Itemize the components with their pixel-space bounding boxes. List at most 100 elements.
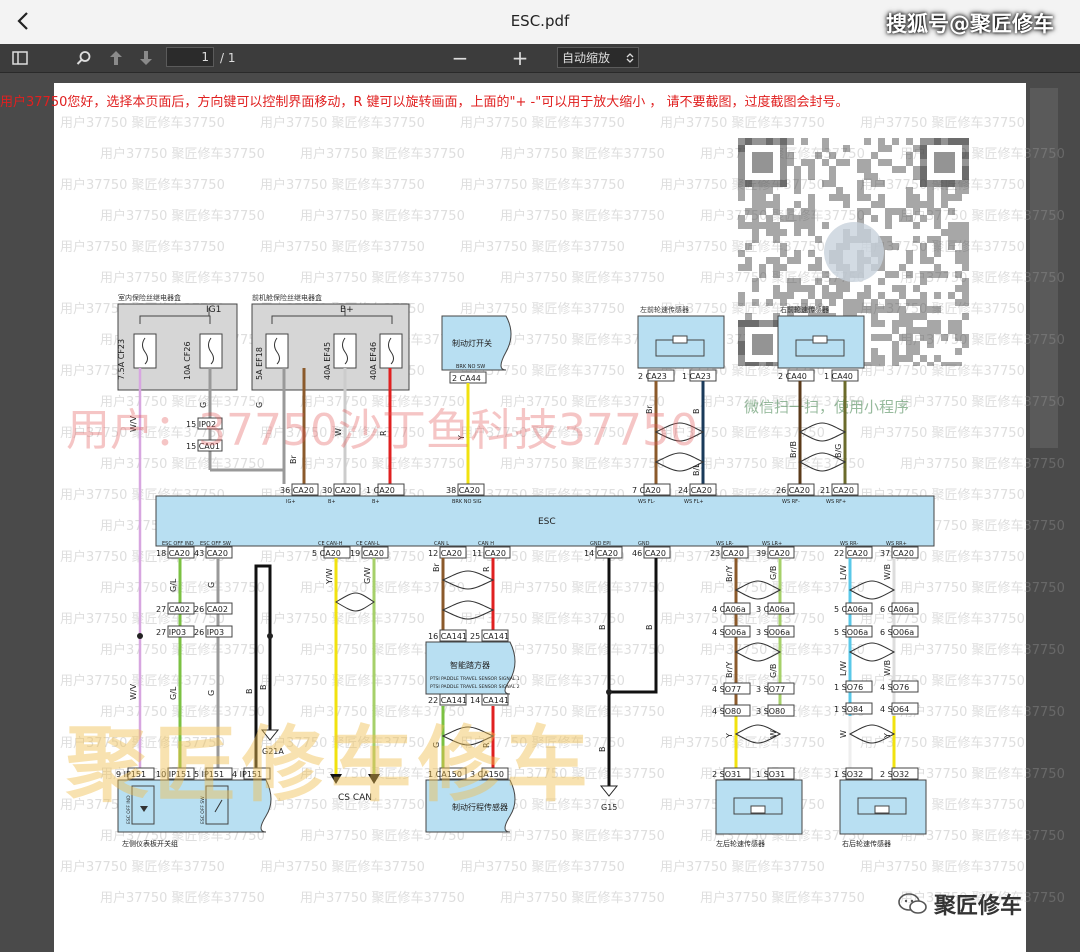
qr-module bbox=[801, 138, 808, 145]
qr-module bbox=[955, 285, 962, 292]
qr-module bbox=[906, 159, 913, 166]
qr-module bbox=[808, 306, 815, 313]
connector-box bbox=[845, 680, 873, 693]
qr-module bbox=[829, 173, 836, 180]
connector-box bbox=[333, 483, 361, 496]
qr-module bbox=[808, 166, 815, 173]
qr-module bbox=[871, 313, 878, 320]
watermark-text: 用户37750 聚匠修车37750 bbox=[460, 178, 625, 193]
search-button[interactable] bbox=[74, 48, 94, 68]
back-button[interactable] bbox=[10, 8, 36, 34]
qr-module bbox=[885, 236, 892, 243]
connector-label: 1 SO84 bbox=[834, 705, 863, 714]
wire-wb-2: W/B bbox=[883, 660, 892, 676]
qr-module bbox=[773, 236, 780, 243]
qr-module bbox=[815, 257, 822, 264]
qr-module bbox=[885, 306, 892, 313]
qr-module bbox=[892, 208, 899, 215]
qr-module bbox=[745, 222, 752, 229]
wire-b-6: B bbox=[598, 747, 607, 753]
pin-signal-label: B+ bbox=[328, 499, 336, 505]
intermediate-connector: 4 SO76 bbox=[880, 680, 919, 693]
qr-module bbox=[906, 152, 913, 159]
previous-page-button[interactable] bbox=[106, 48, 126, 68]
qr-module bbox=[871, 173, 878, 180]
qr-module bbox=[808, 285, 815, 292]
sidebar-toggle-button[interactable] bbox=[10, 48, 30, 68]
watermark-text: 用户37750 聚匠修车37750 bbox=[500, 705, 665, 720]
qr-module bbox=[962, 257, 969, 264]
qr-module bbox=[913, 166, 920, 173]
qr-module bbox=[941, 201, 948, 208]
watermark-text: 用户37750 聚匠修车37750 bbox=[500, 395, 665, 410]
watermark-text: 用户37750 聚匠修车37750 bbox=[860, 426, 1025, 441]
connector-box bbox=[377, 483, 405, 496]
connector-label: 36 CA20 bbox=[280, 486, 314, 495]
connector-label: 39 CA20 bbox=[756, 549, 790, 558]
wire-lw-2: L/W bbox=[839, 661, 848, 676]
qr-module bbox=[836, 194, 843, 201]
zoom-out-button[interactable]: − bbox=[451, 46, 469, 70]
qr-module bbox=[773, 208, 780, 215]
wire-g-3: G bbox=[207, 582, 216, 588]
next-page-button[interactable] bbox=[136, 48, 156, 68]
wire-y-2: Y bbox=[725, 733, 734, 739]
qr-module bbox=[892, 285, 899, 292]
watermark-text: 用户37750 聚匠修车37750 bbox=[660, 612, 825, 627]
connector-label: 1 SO32 bbox=[834, 770, 863, 779]
intermediate-connector: 26 IP03 bbox=[194, 625, 233, 638]
qr-module bbox=[955, 299, 962, 306]
qr-module bbox=[955, 187, 962, 194]
qr-module bbox=[955, 320, 962, 327]
qr-module bbox=[899, 320, 906, 327]
watermark-text: 用户37750 聚匠修车37750 bbox=[860, 302, 1025, 317]
watermark-text: 用户37750 聚匠修车37750 bbox=[900, 395, 1065, 410]
connector-label: 4 SO64 bbox=[880, 705, 909, 714]
qr-module bbox=[913, 327, 920, 334]
intermediate-connector: 1 SO32 bbox=[834, 767, 873, 780]
fuse-box-1-title: 室内保险丝继电器盒 bbox=[118, 293, 181, 302]
intermediate-connector: 16 CA141 bbox=[428, 629, 467, 642]
qr-module bbox=[920, 292, 927, 299]
qr-module bbox=[906, 334, 913, 341]
watermark-text: 用户37750 聚匠修车37750 bbox=[300, 395, 465, 410]
page-number-input[interactable] bbox=[166, 47, 214, 67]
qr-module bbox=[829, 180, 836, 187]
qr-module bbox=[927, 201, 934, 208]
qr-module bbox=[808, 292, 815, 299]
intermediate-connector: 10 IP151 bbox=[156, 767, 195, 780]
qr-module bbox=[899, 292, 906, 299]
wire-yw-1: Y/W bbox=[325, 568, 334, 585]
qr-module bbox=[738, 250, 745, 257]
qr-module bbox=[864, 166, 871, 173]
intermediate-connector: 3 SO80 bbox=[756, 704, 795, 717]
viewer-scroll-strip[interactable] bbox=[1030, 88, 1058, 448]
connector-ca01: 15 CA01 bbox=[186, 442, 220, 451]
qr-module bbox=[878, 180, 885, 187]
qr-module bbox=[962, 229, 969, 236]
qr-module bbox=[899, 166, 906, 173]
zoom-select[interactable]: 自动缩放 bbox=[557, 47, 639, 68]
qr-module bbox=[787, 306, 794, 313]
pin-signal-label: CE CAN-L bbox=[356, 541, 380, 547]
qr-module bbox=[948, 320, 955, 327]
wire-bg-1: B/G bbox=[834, 444, 843, 458]
qr-module bbox=[752, 299, 759, 306]
qr-module bbox=[913, 201, 920, 208]
qr-module bbox=[885, 334, 892, 341]
qr-module bbox=[955, 334, 962, 341]
zoom-in-button[interactable]: + bbox=[511, 46, 529, 70]
qr-module bbox=[766, 215, 773, 222]
fuse-cf23-label: 7.5A CF23 bbox=[117, 339, 126, 380]
qr-module bbox=[892, 362, 899, 366]
qr-module bbox=[752, 201, 759, 208]
qr-module bbox=[892, 320, 899, 327]
qr-module bbox=[885, 243, 892, 250]
qr-module bbox=[822, 271, 829, 278]
qr-module bbox=[752, 278, 759, 285]
qr-module bbox=[773, 229, 780, 236]
qr-module bbox=[962, 264, 969, 271]
qr-module bbox=[864, 159, 871, 166]
watermark-text: 用户37750 聚匠修车37750 bbox=[500, 147, 665, 162]
